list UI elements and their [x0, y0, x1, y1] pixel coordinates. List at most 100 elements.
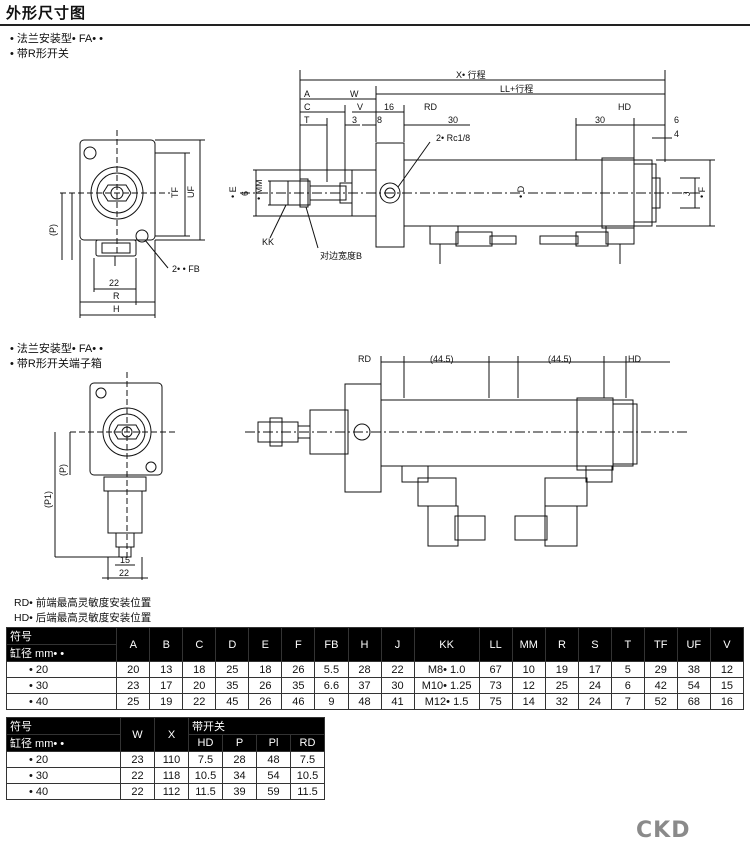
label-445a: (44.5): [430, 354, 454, 364]
value-cell: 25: [116, 693, 151, 710]
label-c: C: [304, 102, 311, 112]
table1-bore-header: 缸径 mm• •: [5, 644, 118, 662]
label-445b: (44.5): [548, 354, 572, 364]
value-cell: 12: [511, 677, 546, 694]
table1-col: T: [610, 627, 645, 662]
value-cell: 10: [511, 661, 546, 678]
label-rd-2: RD: [358, 354, 371, 364]
table1-col: E: [248, 627, 283, 662]
label-22-2: 22: [119, 568, 129, 578]
table2-sub-col: Pl: [256, 734, 291, 752]
table1-col: V: [709, 627, 745, 662]
label-rd: RD: [424, 102, 437, 112]
side-view-2-labels: RD (44.5) (44.5) HD: [358, 354, 641, 364]
front-view-2: [54, 372, 175, 580]
value-cell: 48: [256, 751, 291, 768]
value-cell: 75: [478, 693, 513, 710]
bore-cell: • 20: [5, 661, 118, 678]
dimension-table-1: 符号 A B C D E F FB H J KK LL MM R S T TF …: [5, 627, 745, 710]
section1-notes: • 法兰安装型• FA• • • 带R形开关: [10, 32, 103, 62]
table1-col: D: [215, 627, 250, 662]
value-cell: 11.5: [188, 783, 223, 800]
value-cell: 67: [478, 661, 513, 678]
value-cell: 18: [248, 661, 283, 678]
table2-sub-col: HD: [188, 734, 223, 752]
label-x: X• 行程: [456, 69, 486, 80]
label-rc: 2• Rc1/8: [436, 133, 470, 143]
value-cell: 14: [511, 693, 546, 710]
value-cell: M8• 1.0: [413, 661, 480, 678]
section1-line2: • 带R形开关: [10, 48, 69, 60]
value-cell: 5: [610, 661, 645, 678]
dimension-drawing-top: TF UF (P) 2• • FB 22 R H: [48, 69, 715, 318]
value-cell: 59: [256, 783, 291, 800]
value-cell: 6: [610, 677, 645, 694]
value-cell: 7.5: [188, 751, 223, 768]
table1-col: TF: [643, 627, 678, 662]
label-h: H: [113, 304, 120, 314]
table2-switch-group: 带开关: [188, 717, 325, 735]
value-cell: 118: [154, 767, 189, 784]
bore-cell: • 40: [6, 783, 121, 800]
value-cell: 15: [709, 677, 745, 694]
table1-col: MM: [511, 627, 546, 662]
label-6v: 6: [240, 191, 250, 196]
table1-col: J: [380, 627, 415, 662]
table1-col: B: [149, 627, 184, 662]
label-3: 3: [352, 115, 357, 125]
value-cell: 19: [544, 661, 579, 678]
value-cell: 42: [643, 677, 678, 694]
table2-symbol-header: 符号: [6, 717, 121, 735]
value-cell: 54: [256, 767, 291, 784]
label-d: • D: [516, 185, 526, 198]
value-cell: 29: [643, 661, 678, 678]
value-cell: 28: [222, 751, 257, 768]
table1-col: H: [347, 627, 382, 662]
value-cell: 22: [182, 693, 217, 710]
bore-cell: • 30: [6, 767, 121, 784]
value-cell: 34: [222, 767, 257, 784]
page-title: 外形尺寸图: [6, 5, 87, 22]
value-cell: M10• 1.25: [413, 677, 480, 694]
section2-line2: • 带R形开关端子箱: [10, 358, 102, 370]
label-tf: TF: [170, 187, 180, 198]
value-cell: 39: [222, 783, 257, 800]
label-t: T: [304, 115, 310, 125]
label-j: J: [682, 192, 692, 197]
value-cell: 26: [281, 661, 316, 678]
value-cell: 46: [281, 693, 316, 710]
section1-line1: • 法兰安装型• FA• •: [10, 33, 104, 45]
value-cell: 48: [347, 693, 382, 710]
value-cell: 35: [215, 677, 250, 694]
table2-sub-col: P: [222, 734, 257, 752]
value-cell: 52: [643, 693, 678, 710]
value-cell: 112: [154, 783, 189, 800]
value-cell: 20: [116, 661, 151, 678]
value-cell: 37: [347, 677, 382, 694]
table1-col: A: [116, 627, 151, 662]
label-16: 16: [384, 102, 394, 112]
value-cell: 23: [120, 751, 155, 768]
value-cell: 6.6: [314, 677, 349, 694]
value-cell: 16: [709, 693, 745, 710]
label-uf: UF: [186, 186, 196, 198]
bore-cell: • 30: [5, 677, 118, 694]
value-cell: 22: [120, 767, 155, 784]
value-cell: 7.5: [290, 751, 325, 768]
front-view-2-labels: (P) (P1) 15 22: [43, 464, 130, 578]
value-cell: 5.5: [314, 661, 349, 678]
section2-line1: • 法兰安装型• FA• •: [10, 343, 104, 355]
label-30a: 30: [448, 115, 458, 125]
label-22: 22: [109, 278, 119, 288]
table1-col: LL: [478, 627, 513, 662]
value-cell: 23: [116, 677, 151, 694]
label-15: 15: [120, 555, 130, 565]
table1-col: C: [182, 627, 217, 662]
value-cell: 24: [577, 677, 612, 694]
table1-col: KK: [413, 627, 480, 662]
